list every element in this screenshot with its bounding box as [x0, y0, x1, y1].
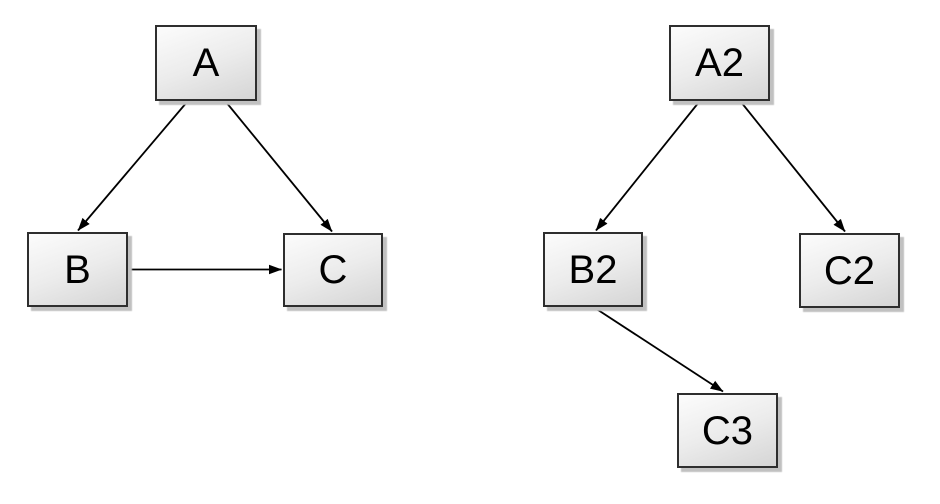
edge-A-C[interactable] — [225, 101, 333, 233]
node-B[interactable]: B — [27, 232, 128, 307]
node-label-C: C — [318, 248, 348, 292]
edge-A-B[interactable] — [77, 101, 188, 232]
edge-B2-C3[interactable] — [594, 307, 724, 393]
edge-A2-B2[interactable] — [595, 101, 700, 232]
node-A[interactable]: A — [155, 25, 257, 101]
node-label-C2: C2 — [823, 248, 876, 293]
node-label-A: A — [192, 41, 220, 85]
edge-A2-C2[interactable] — [740, 101, 846, 233]
node-B2[interactable]: B2 — [543, 232, 643, 307]
node-C2[interactable]: C2 — [799, 233, 900, 308]
node-label-B2: B2 — [568, 247, 618, 292]
node-C[interactable]: C — [283, 233, 383, 307]
node-A2[interactable]: A2 — [669, 25, 770, 101]
node-label-A2: A2 — [695, 41, 744, 85]
node-label-B: B — [64, 247, 91, 292]
node-label-C3: C3 — [701, 408, 754, 453]
node-C3[interactable]: C3 — [677, 393, 778, 468]
